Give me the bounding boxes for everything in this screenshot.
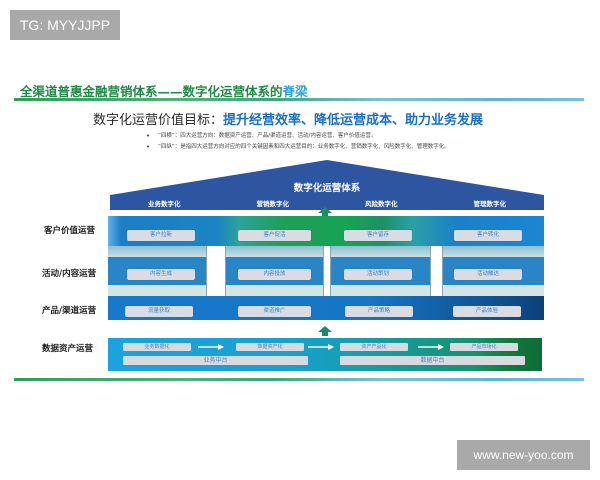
item-channel-promotion: 渠道推广 — [238, 306, 311, 317]
row-label-data-asset: 数据资产运营 — [42, 344, 94, 354]
item-activity-planning: 活动策划 — [344, 269, 412, 280]
bullet-item: “四横”：四大运营方向：数据资产运营、产品/渠道运营、活动/内容运营、客户价值运… — [146, 131, 450, 142]
roof-header: 数字化运营体系 业务数字化 营销数字化 风险数字化 管理数字化 — [110, 160, 544, 210]
roof-column: 管理数字化 — [473, 200, 507, 208]
bottom-divider — [14, 378, 584, 381]
item-content-generation: 内容生成 — [127, 269, 195, 280]
goal-label: 数字化运营价值目标： — [93, 113, 224, 128]
flow-step-data-assetization: 数据资产化 — [236, 343, 304, 351]
item-customer-conversion: 客户转化 — [454, 230, 522, 241]
platform-business-middle: 业务中台 — [123, 356, 308, 365]
goal-value: 提升经营效率、降低运营成本、助力业务发展 — [223, 113, 484, 128]
operations-grid: 客户拉新 客户促活 客户留存 客户转化 内容生成 内容投放 活动策划 活动触达 … — [108, 216, 544, 328]
column-divider — [323, 246, 331, 296]
flow-step-product-marketization: 产品市场化 — [450, 343, 518, 351]
watermark-top-left: TG: MYYJJPP — [10, 10, 120, 40]
up-arrow-icon — [318, 207, 332, 217]
bullet-item: “四纵”：是指四大运营方向对应的四个关键因素和四大运营目的：业务数字化、营销数字… — [146, 142, 450, 153]
page-title: 全渠道普惠金融营销体系——数字化运营体系的脊梁 — [20, 81, 308, 100]
right-arrow-icon — [308, 344, 334, 350]
up-arrow-icon — [318, 326, 332, 336]
roof-title: 数字化运营体系 — [293, 183, 361, 194]
flow-step-business-datafication: 业务数据化 — [123, 343, 191, 351]
row-label-customer-value: 客户价值运营 — [44, 226, 96, 236]
right-arrow-icon — [198, 344, 224, 350]
item-product-strategy: 产品策略 — [345, 306, 413, 317]
page-title-accent: 脊梁 — [282, 84, 308, 99]
data-asset-band: 业务数据化 数据资产化 资产产品化 产品市场化 业务中台 数据中台 — [108, 338, 542, 371]
watermark-bottom-right: www.new-yoo.com — [457, 440, 590, 470]
column-divider — [430, 246, 443, 296]
page-title-main: 全渠道普惠金融营销体系——数字化运营体系的 — [20, 84, 283, 99]
item-content-delivery: 内容投放 — [238, 269, 311, 280]
column-divider — [206, 246, 226, 296]
title-divider — [14, 98, 584, 101]
item-product-experience: 产品体验 — [453, 306, 521, 317]
row-label-product-channel: 产品/渠道运营 — [42, 306, 97, 316]
item-customer-activation: 客户促活 — [238, 230, 311, 241]
platform-data-middle: 数据中台 — [340, 356, 525, 365]
item-traffic-acquisition: 流量获取 — [125, 306, 193, 317]
roof-shape — [110, 160, 544, 210]
flow-step-asset-productization: 资产产品化 — [340, 343, 408, 351]
item-activity-reach: 活动触达 — [454, 269, 522, 280]
value-goal: 数字化运营价值目标：提升经营效率、降低运营成本、助力业务发展 — [93, 109, 483, 128]
roof-column: 营销数字化 — [256, 200, 290, 208]
item-customer-retention: 客户留存 — [344, 230, 412, 241]
roof-columns: 业务数字化 营销数字化 风险数字化 管理数字化 — [110, 198, 544, 208]
roof-column: 业务数字化 — [148, 200, 181, 208]
item-customer-acquisition: 客户拉新 — [127, 230, 195, 241]
row-label-activity-content: 活动/内容运营 — [42, 269, 97, 279]
roof-column: 风险数字化 — [365, 200, 398, 208]
bullet-list: “四横”：四大运营方向：数据资产运营、产品/渠道运营、活动/内容运营、客户价值运… — [146, 131, 450, 153]
right-arrow-icon — [418, 344, 444, 350]
